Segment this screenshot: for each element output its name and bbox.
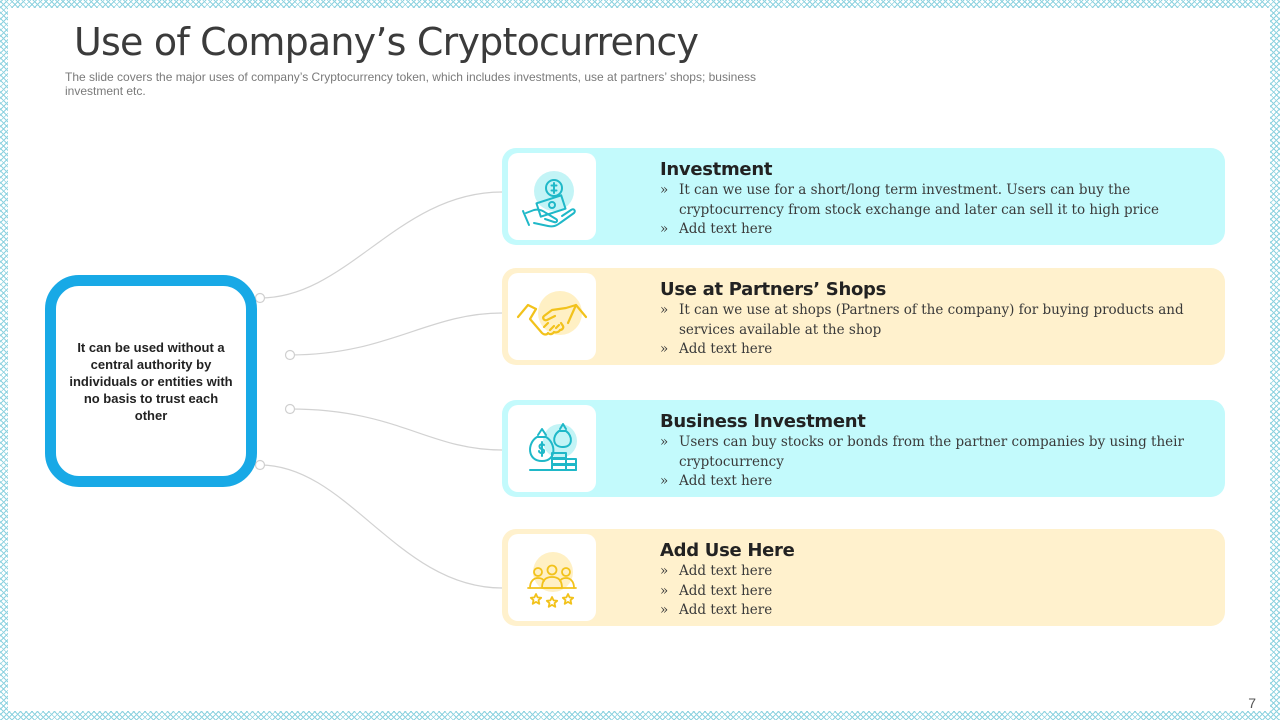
card-heading: Add Use Here <box>660 540 795 561</box>
page-number: 7 <box>1248 695 1256 711</box>
card-body: Investment It can we use for a short/lon… <box>660 159 1215 240</box>
icon-box <box>508 153 596 240</box>
bullet-item: Add text here <box>660 472 1215 492</box>
card-body: Add Use Here Add text here Add text here… <box>660 540 1215 621</box>
handshake-icon <box>516 291 588 336</box>
bullet-list: It can we use at shops (Partners of the … <box>660 301 1215 360</box>
connector-dot <box>284 349 296 361</box>
slide: Use of Company’s Cryptocurrency The slid… <box>8 8 1270 711</box>
card-body: Business Investment Users can buy stocks… <box>660 411 1215 492</box>
hand-money-icon <box>522 171 576 228</box>
bullet-item: It can we use at shops (Partners of the … <box>660 301 1215 340</box>
team-rating-icon <box>527 552 577 608</box>
bullet-list: It can we use for a short/long term inve… <box>660 181 1215 240</box>
slide-subtitle: The slide covers the major uses of compa… <box>65 70 756 98</box>
bullet-item: Users can buy stocks or bonds from the p… <box>660 433 1215 472</box>
bullet-item: Add text here <box>660 220 1215 240</box>
connector-line-investment <box>259 191 503 299</box>
connector-lines <box>254 191 503 589</box>
connector-dot <box>284 403 296 415</box>
icon-box <box>508 534 596 621</box>
bullet-list: Users can buy stocks or bonds from the p… <box>660 433 1215 492</box>
connector-dot <box>254 292 266 304</box>
card-add-use: Add Use Here Add text here Add text here… <box>502 529 1225 626</box>
bullet-list: Add text here Add text here Add text her… <box>660 562 1215 621</box>
icon-box <box>508 405 596 492</box>
money-bags-coins-icon <box>529 423 577 471</box>
card-heading: Investment <box>660 159 773 180</box>
card-heading: Business Investment <box>660 411 866 432</box>
card-business-investment: Business Investment Users can buy stocks… <box>502 400 1225 497</box>
bullet-item: Add text here <box>660 601 1215 621</box>
slide-title: Use of Company’s Cryptocurrency <box>74 20 699 64</box>
bullet-item: Add text here <box>660 340 1215 360</box>
card-body: Use at Partners’ Shops It can we use at … <box>660 279 1215 360</box>
bullet-item: Add text here <box>660 562 1215 582</box>
connector-line-business <box>289 408 503 451</box>
card-investment: Investment It can we use for a short/lon… <box>502 148 1225 245</box>
bullet-item: Add text here <box>660 582 1215 602</box>
connector-dot <box>254 459 266 471</box>
center-hub-box: It can be used without a central authori… <box>45 275 257 487</box>
connector-line-add-use <box>259 464 503 589</box>
center-hub-text: It can be used without a central authori… <box>69 339 233 423</box>
card-heading: Use at Partners’ Shops <box>660 279 887 300</box>
icon-box <box>508 273 596 360</box>
connector-line-partners <box>289 312 503 356</box>
card-partners-shops: Use at Partners’ Shops It can we use at … <box>502 268 1225 365</box>
bullet-item: It can we use for a short/long term inve… <box>660 181 1215 220</box>
